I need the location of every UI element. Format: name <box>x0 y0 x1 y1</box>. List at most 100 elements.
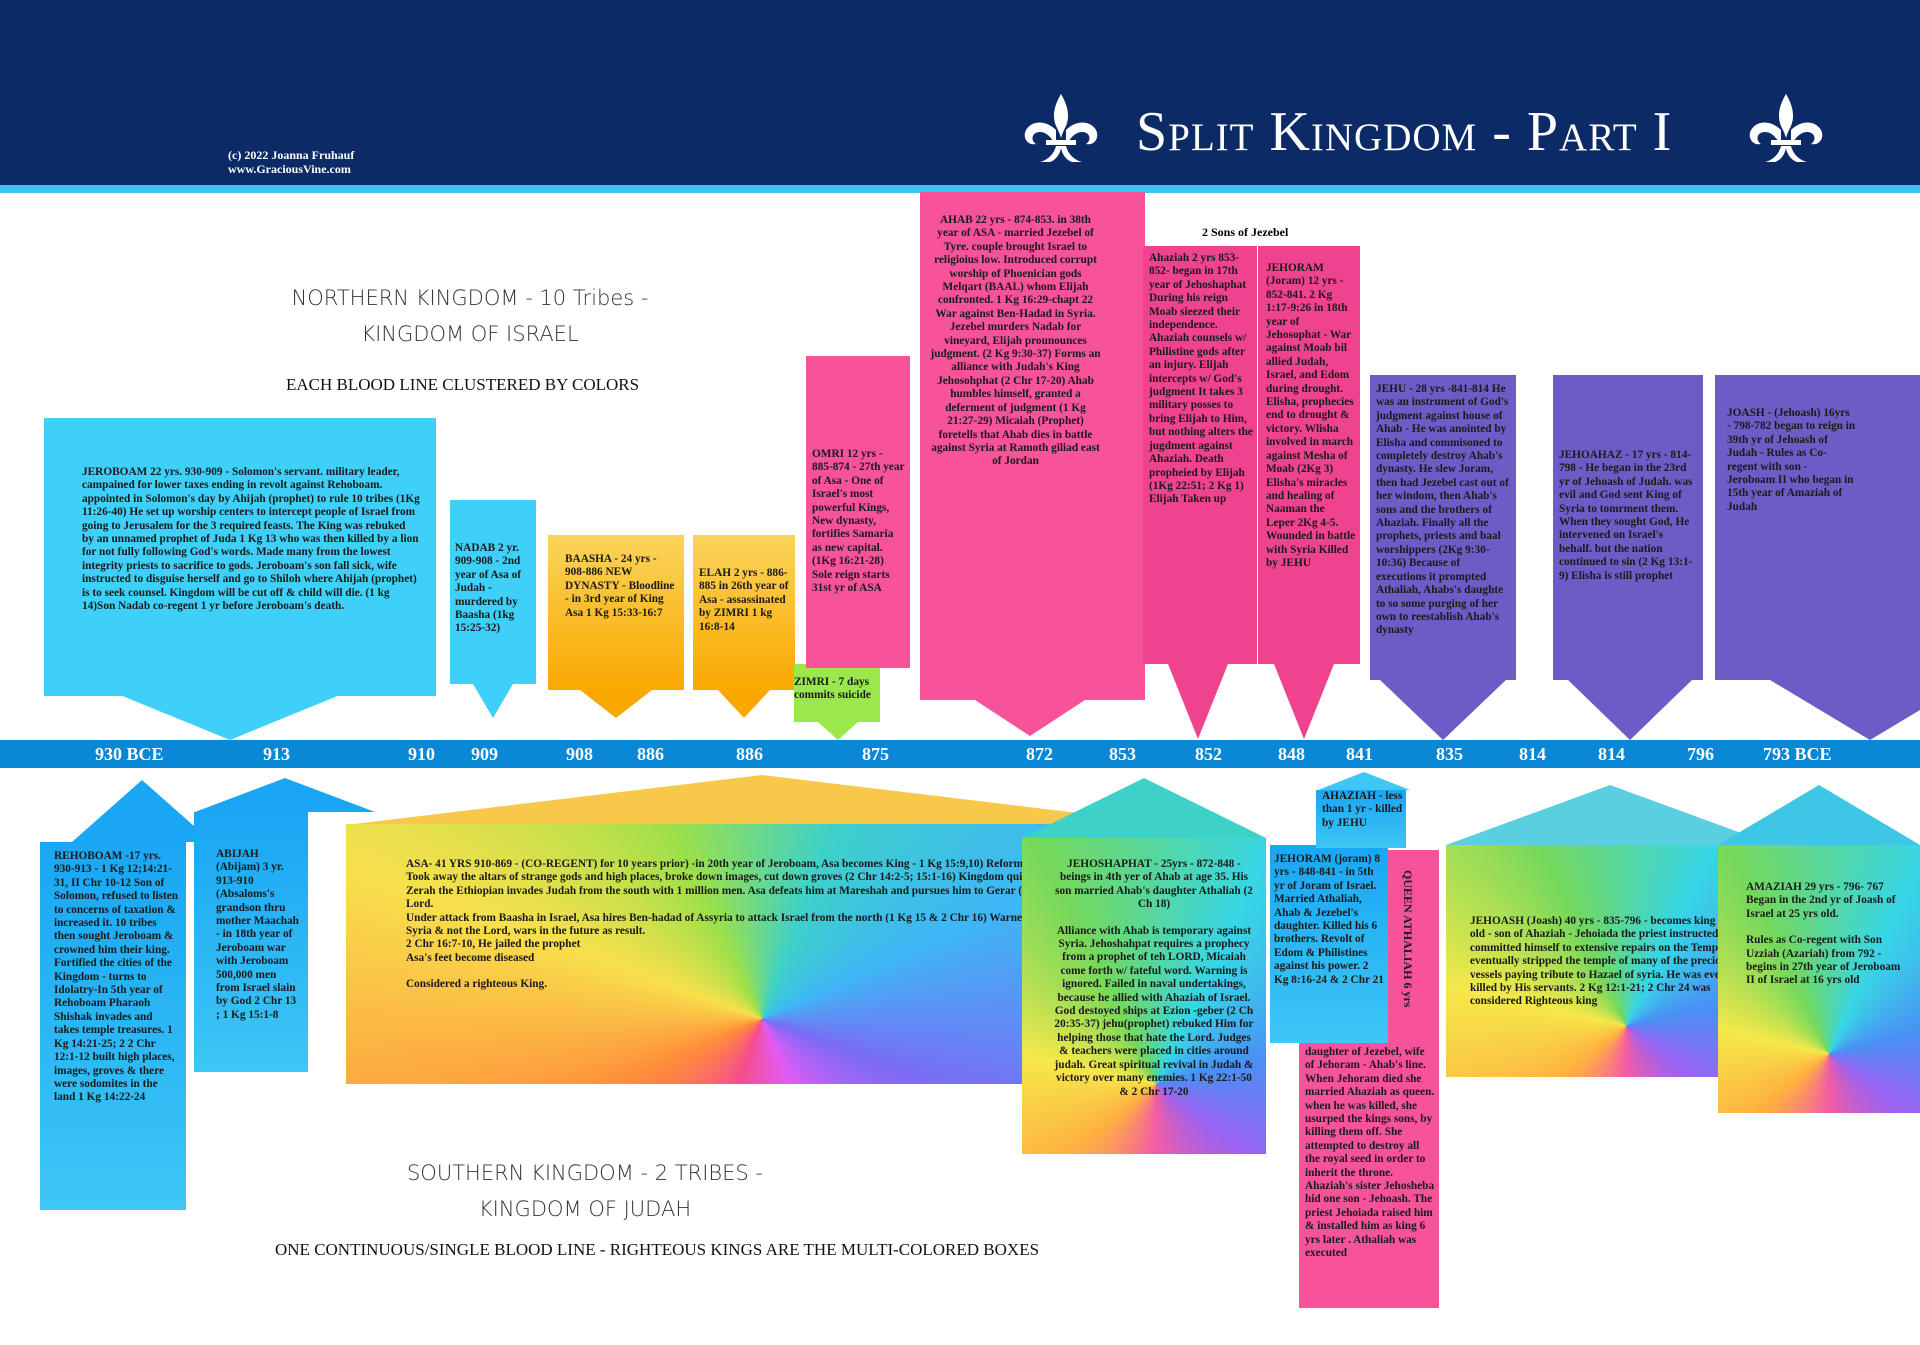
king-text: JEHOASH (Joash) 40 yrs - 835-796 - becom… <box>1470 915 1760 1008</box>
king-box-baasha: BAASHA - 24 yrs - 908-886 NEW DYNASTY - … <box>548 535 684 690</box>
king-text: Rules as Co-regent with Son Uzziah (Azar… <box>1746 934 1901 987</box>
king-text: ASA- 41 YRS 910-869 - (CO-REGENT) for 10… <box>406 858 1073 870</box>
pointer-arrow <box>1168 664 1228 739</box>
king-box-rehoboam: REHOBOAM -17 yrs. 930-913 - 1 Kg 12;14:2… <box>40 842 186 1210</box>
king-box-jehoshaphat: JEHOSHAPHAT - 25yrs - 872-848 - beings i… <box>1022 838 1266 1154</box>
header-stripe <box>0 185 1920 193</box>
king-text: daughter of Jezebel, wife of Jehoram - A… <box>1305 1046 1435 1260</box>
king-text: Zerah the Ethiopian invades Judah from t… <box>406 884 1143 911</box>
king-text: Asa's feet become diseased <box>406 951 535 964</box>
fleur-de-lis-icon <box>1749 94 1823 162</box>
pointer-arrow <box>580 690 652 718</box>
king-box-elah: ELAH 2 yrs - 886-885 in 26th year of Asa… <box>693 535 795 690</box>
king-box-joash-israel: JOASH - (Jehoash) 16yrs - 798-782 began … <box>1715 375 1920 680</box>
timeline-bar <box>0 740 1920 768</box>
year-label: 835 <box>1436 744 1463 764</box>
king-text: JEROBOAM 22 yrs. 930-909 - Solomon's ser… <box>82 466 420 613</box>
king-text: ABIJAH (Abijam) 3 yr. 913-910 (Absaloms'… <box>216 848 299 1021</box>
year-label: 909 <box>471 744 498 764</box>
king-box-nadab: NADAB 2 yr. 909-908 - 2nd year of Asa of… <box>450 500 536 684</box>
southern-heading-line2: KINGDOM OF JUDAH <box>478 1197 692 1221</box>
year-label: 875 <box>862 744 889 764</box>
year-label: 930 BCE <box>95 744 164 764</box>
king-text: REHOBOAM -17 yrs. 930-913 - 1 Kg 12;14:2… <box>54 850 179 1104</box>
king-box-jehu: JEHU - 28 yrs -841-814 He was an instrum… <box>1370 375 1516 680</box>
king-box-abijah: ABIJAH (Abijam) 3 yr. 913-910 (Absaloms'… <box>194 812 308 1072</box>
king-text: JEHOAHAZ - 17 yrs - 814-798 - He began i… <box>1559 449 1693 582</box>
page-title: Split Kingdom - Part I <box>1136 101 1673 163</box>
southern-heading-line1: SOUTHERN KINGDOM - 2 TRIBES - <box>406 1161 764 1185</box>
pointer-arrow <box>1380 680 1506 740</box>
king-box-omri: OMRI 12 yrs - 885-874 - 27th year of Asa… <box>806 356 910 668</box>
year-label: 886 <box>736 744 763 764</box>
pointer-arrow <box>195 778 375 812</box>
pointer-arrow <box>1770 680 1920 740</box>
year-label: 852 <box>1195 744 1222 764</box>
king-text: AHAB 22 yrs - 874-853. in 38th year of A… <box>930 214 1101 468</box>
year-label: 814 <box>1519 744 1546 764</box>
king-box-amaziah: AMAZIAH 29 yrs - 796- 767 Began in the 2… <box>1718 845 1920 1113</box>
king-box-zimri: ZIMRI - 7 days commits suicide <box>794 664 880 722</box>
king-text: OMRI 12 yrs - 885-874 - 27th year of Asa… <box>812 448 905 595</box>
pointer-arrow <box>1718 785 1920 845</box>
king-box-ahab: AHAB 22 yrs - 874-853. in 38th year of A… <box>920 192 1145 700</box>
pointer-arrow <box>473 684 513 718</box>
king-text: Took away the altars of strange gods and… <box>406 871 1077 884</box>
southern-kingdom-subheading: ONE CONTINUOUS/SINGLE BLOOD LINE - RIGHT… <box>275 1240 1040 1259</box>
king-box-ahaziah-judah: AHAZIAH - less than 1 yr - killed by JEH… <box>1316 790 1406 848</box>
pointer-arrow <box>818 722 858 740</box>
pointer-arrow <box>1568 680 1692 740</box>
header-banner <box>0 0 1920 188</box>
king-text <box>1746 921 1910 934</box>
year-label: 793 BCE <box>1763 744 1832 764</box>
year-label: 853 <box>1109 744 1136 764</box>
year-label: 886 <box>637 744 664 764</box>
king-text: Alliance with Ahab is temporary against … <box>1054 924 1254 1098</box>
year-label: 814 <box>1598 744 1625 764</box>
king-text: ZIMRI - 7 days commits suicide <box>794 676 871 702</box>
king-text: ELAH 2 yrs - 886-885 in 26th year of Asa… <box>699 567 789 633</box>
northern-kingdom-subheading: EACH BLOOD LINE CLUSTERED BY COLORS <box>286 375 640 394</box>
year-label: 913 <box>263 744 290 764</box>
king-box-jehoram-israel: JEHORAM (Joram) 12 yrs - 852-841. 2 Kg 1… <box>1258 246 1360 664</box>
northern-heading-line2: KINGDOM OF ISRAEL <box>361 322 579 346</box>
king-text: AMAZIAH 29 yrs - 796- 767 Began in the 2… <box>1746 881 1896 920</box>
king-text <box>1052 912 1256 925</box>
year-label: 910 <box>408 744 435 764</box>
pointer-arrow <box>1274 664 1334 739</box>
year-label: 848 <box>1278 744 1305 764</box>
king-text: JEHOSHAPHAT - 25yrs - 872-848 - beings i… <box>1055 858 1253 911</box>
athaliah-label: QUEEN ATHALIAH 6 yrs <box>1401 870 1415 1008</box>
king-box-jeroboam: JEROBOAM 22 yrs. 930-909 - Solomon's ser… <box>44 418 436 696</box>
king-text: JEHORAM (Joram) 12 yrs - 852-841. 2 Kg 1… <box>1266 262 1356 569</box>
northern-kingdom-heading: NORTHERN KINGDOM - 10 Tribes - KINGDOM O… <box>240 280 700 352</box>
king-text: JEHORAM (joram) 8 yrs - 848-841 - in 5th… <box>1274 853 1384 986</box>
king-text: JOASH - (Jehoash) 16yrs - 798-782 began … <box>1727 407 1856 513</box>
king-text: Under attack from Baasha in Israel, Asa … <box>406 911 1148 938</box>
pointer-arrow <box>1022 778 1266 838</box>
king-text: JEHU - 28 yrs -841-814 He was an instrum… <box>1376 383 1509 637</box>
sons-of-jezebel-label: 2 Sons of Jezebel <box>1202 225 1289 239</box>
pointer-arrow <box>1318 772 1410 790</box>
pointer-arrow <box>718 690 770 718</box>
copyright: (c) 2022 Joanna Fruhauf www.GraciousVine… <box>228 148 354 176</box>
year-label: 872 <box>1026 744 1053 764</box>
year-label: 908 <box>566 744 593 764</box>
pointer-arrow <box>72 780 212 842</box>
king-text: Considered a righteous King. <box>406 978 548 991</box>
year-label: 796 <box>1687 744 1714 764</box>
king-text: Ahaziah 2 yrs 853-852- began in 17th yea… <box>1149 252 1253 506</box>
king-text: AHAZIAH - less than 1 yr - killed by JEH… <box>1322 790 1403 829</box>
king-text: 2 Chr 16:7-10, He jailed the prophet <box>406 938 581 951</box>
king-box-jehoahaz: JEHOAHAZ - 17 yrs - 814-798 - He began i… <box>1553 375 1703 680</box>
northern-heading-line1: NORTHERN KINGDOM - 10 Tribes - <box>291 286 649 310</box>
southern-kingdom-heading: SOUTHERN KINGDOM - 2 TRIBES - KINGDOM OF… <box>355 1155 815 1227</box>
king-text: NADAB 2 yr. 909-908 - 2nd year of Asa of… <box>455 542 521 635</box>
copyright-line: (c) 2022 Joanna Fruhauf <box>228 148 355 162</box>
copyright-url: www.GraciousVine.com <box>228 162 351 176</box>
king-box-ahaziah-israel: Ahaziah 2 yrs 853-852- began in 17th yea… <box>1143 246 1257 664</box>
year-label: 841 <box>1346 744 1373 764</box>
king-text: BAASHA - 24 yrs - 908-886 NEW DYNASTY - … <box>565 553 675 619</box>
fleur-de-lis-icon <box>1024 94 1098 162</box>
pointer-arrow <box>120 695 340 740</box>
